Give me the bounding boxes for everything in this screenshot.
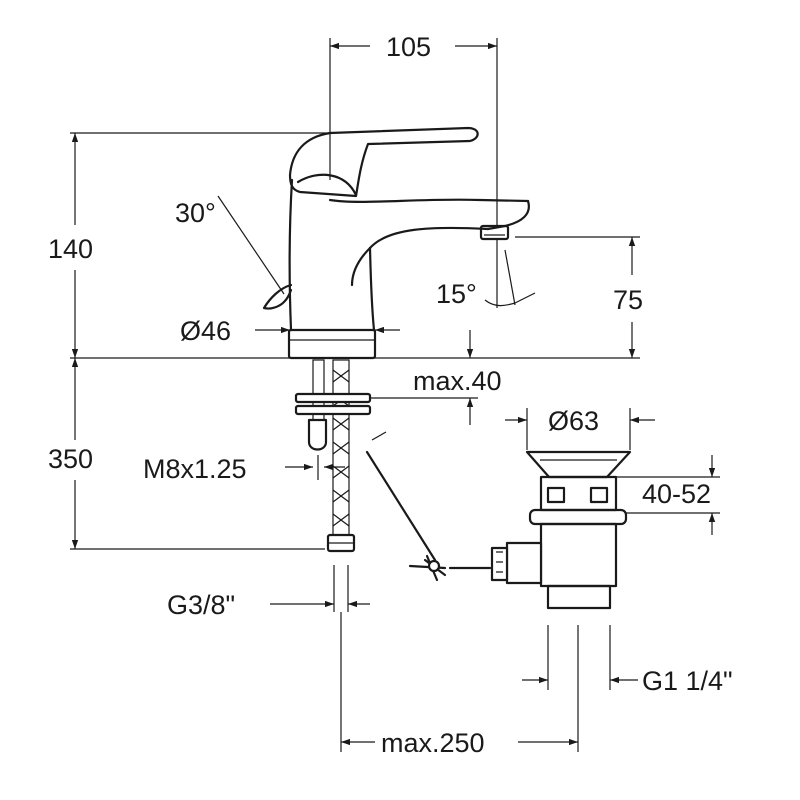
dimension-lines [70,38,720,752]
dim-350: 350 [48,444,93,474]
dim-waste-range: 40-52 [642,479,711,509]
dim-lever-angle: 30° [175,198,216,228]
dim-max-250: max.250 [381,728,485,758]
waste-drain [490,450,632,610]
dim-base-diameter: Ø46 [180,316,231,346]
dim-105: 105 [386,32,431,62]
mounting-assembly [294,359,492,582]
dim-waste-diameter: Ø63 [548,406,599,436]
dim-140: 140 [48,234,93,264]
dim-waste-thread: G1 1/4" [642,666,733,696]
faucet-body [262,126,530,360]
dim-75: 75 [613,285,643,315]
dimension-labels: 105 140 30° 15° 75 Ø46 max.40 350 M8x1.2… [48,32,733,758]
dim-spout-angle: 15° [436,279,477,309]
dim-thread-rod: M8x1.25 [143,454,247,484]
dim-max-40: max.40 [413,366,502,396]
dim-hose-thread: G3/8" [167,590,235,620]
